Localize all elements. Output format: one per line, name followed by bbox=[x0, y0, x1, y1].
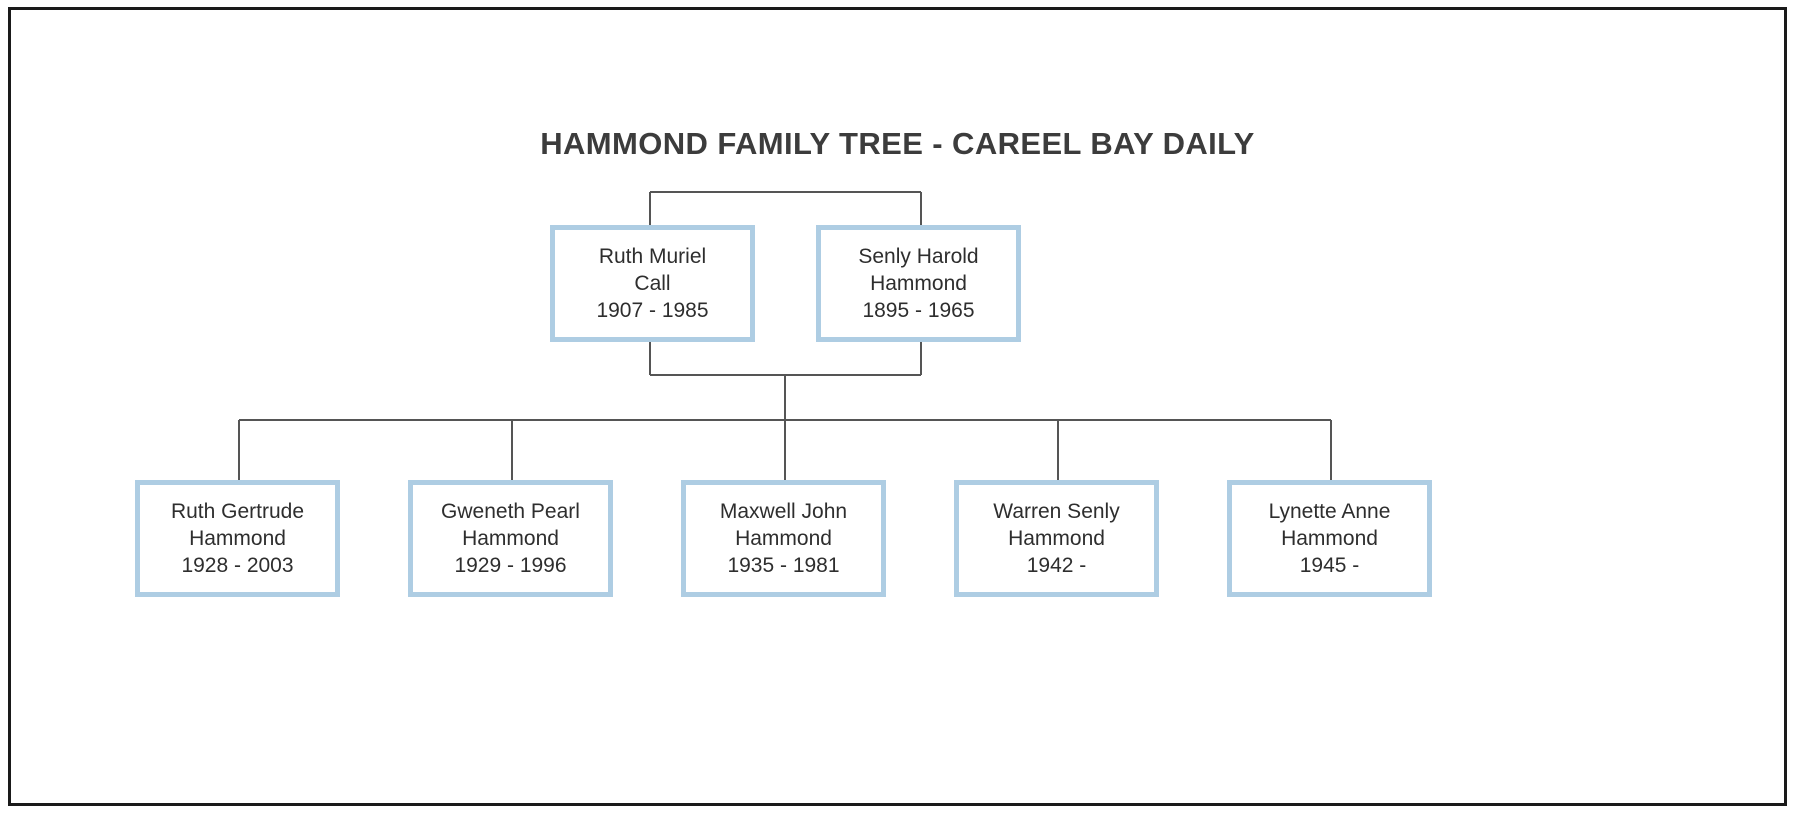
person-dates: 1928 - 2003 bbox=[181, 554, 294, 578]
person-surname: Hammond bbox=[189, 526, 286, 550]
person-surname: Hammond bbox=[1281, 526, 1378, 550]
person-node-gweneth-pearl-hammond[interactable]: Gweneth Pearl Hammond 1929 - 1996 bbox=[408, 480, 613, 597]
page-title: HAMMOND FAMILY TREE - CAREEL BAY DAILY bbox=[540, 126, 1255, 161]
person-dates: 1945 - bbox=[1299, 554, 1360, 578]
person-given-name: Warren Senly bbox=[993, 499, 1120, 523]
person-node-warren-senly-hammond[interactable]: Warren Senly Hammond 1942 - bbox=[954, 480, 1159, 597]
person-dates: 1907 - 1985 bbox=[596, 299, 709, 323]
person-node-ruth-gertrude-hammond[interactable]: Ruth Gertrude Hammond 1928 - 2003 bbox=[135, 480, 340, 597]
diagram-frame: HAMMOND FAMILY TREE - CAREEL BAY DAILY bbox=[8, 7, 1787, 806]
person-node-senly-harold-hammond[interactable]: Senly Harold Hammond 1895 - 1965 bbox=[816, 225, 1021, 342]
person-given-name: Ruth Muriel bbox=[598, 244, 707, 268]
person-surname: Hammond bbox=[1008, 526, 1105, 550]
connector-lines bbox=[238, 191, 1332, 480]
person-surname: Hammond bbox=[870, 271, 967, 295]
person-dates: 1929 - 1996 bbox=[454, 554, 567, 578]
person-dates: 1935 - 1981 bbox=[727, 554, 840, 578]
person-given-name: Gweneth Pearl bbox=[441, 499, 580, 523]
person-surname: Hammond bbox=[462, 526, 559, 550]
person-node-maxwell-john-hammond[interactable]: Maxwell John Hammond 1935 - 1981 bbox=[681, 480, 886, 597]
person-dates: 1942 - bbox=[1026, 554, 1087, 578]
person-surname: Hammond bbox=[735, 526, 832, 550]
person-dates: 1895 - 1965 bbox=[862, 299, 975, 323]
person-node-lynette-anne-hammond[interactable]: Lynette Anne Hammond 1945 - bbox=[1227, 480, 1432, 597]
person-given-name: Ruth Gertrude bbox=[170, 499, 305, 523]
person-node-ruth-muriel-call[interactable]: Ruth Muriel Call 1907 - 1985 bbox=[550, 225, 755, 342]
person-given-name: Maxwell John bbox=[719, 499, 848, 523]
diagram-canvas: HAMMOND FAMILY TREE - CAREEL BAY DAILY bbox=[11, 10, 1784, 803]
person-given-name: Senly Harold bbox=[858, 244, 979, 268]
person-given-name: Lynette Anne bbox=[1268, 499, 1391, 523]
person-surname: Call bbox=[634, 271, 671, 295]
